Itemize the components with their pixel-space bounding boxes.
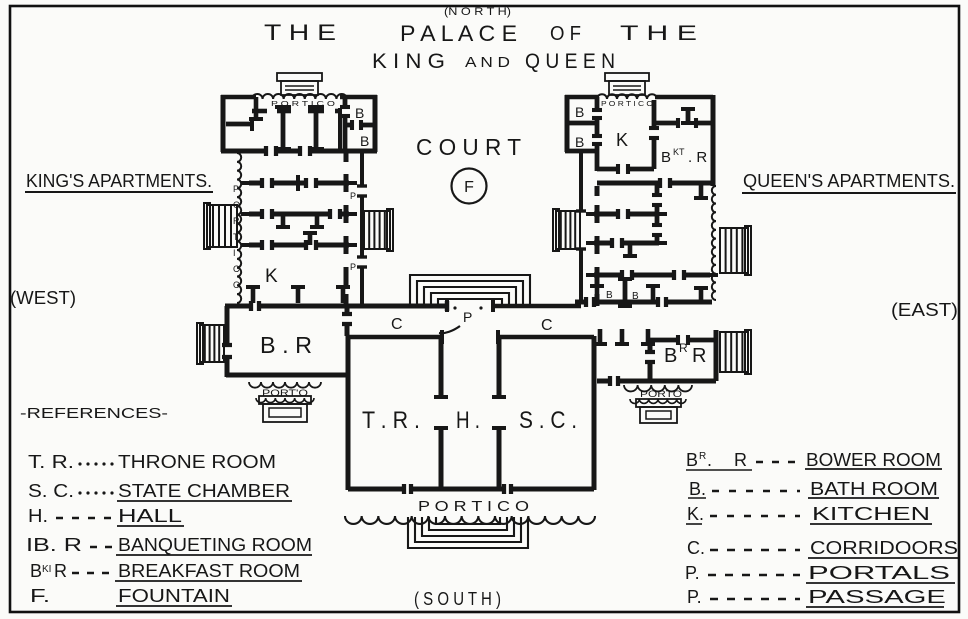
svg-text:A N D: A N D — [465, 54, 510, 71]
svg-text:FOUNTAIN: FOUNTAIN — [118, 586, 230, 606]
svg-text:P: P — [463, 309, 472, 325]
svg-text:K I N G: K I N G — [372, 50, 445, 73]
svg-text:PORTALS: PORTALS — [808, 563, 950, 583]
svg-text:HALL: HALL — [118, 506, 182, 526]
svg-text:K: K — [265, 266, 278, 287]
svg-text:C.: C. — [687, 538, 705, 558]
svg-text:B: B — [661, 149, 671, 166]
svg-text:O: O — [233, 280, 240, 290]
svg-text:P: P — [350, 262, 356, 272]
svg-text:B . R: B . R — [260, 332, 312, 358]
svg-text:P A L A C E: P A L A C E — [400, 21, 517, 46]
svg-text:P O R T I C O: P O R T I C O — [271, 99, 335, 108]
svg-text:Q U E E N: Q U E E N — [525, 50, 615, 73]
svg-text:K.: K. — [687, 504, 704, 524]
svg-text:C: C — [391, 316, 403, 333]
svg-text:QUEEN'S APARTMENTS.: QUEEN'S APARTMENTS. — [743, 171, 955, 191]
svg-text:R: R — [734, 450, 747, 470]
svg-text:H .: H . — [456, 407, 480, 434]
svg-text:.: . — [707, 450, 712, 470]
svg-text:T. R.: T. R. — [28, 452, 74, 472]
svg-text:(WEST): (WEST) — [10, 288, 76, 308]
svg-text:K: K — [616, 130, 628, 150]
svg-text:C: C — [541, 317, 553, 334]
svg-text:B: B — [686, 450, 698, 470]
svg-text:PORTO: PORTO — [640, 389, 682, 399]
svg-text:KT: KT — [673, 147, 685, 157]
svg-text:THRONE ROOM: THRONE ROOM — [118, 452, 276, 472]
svg-text:BOWER ROOM: BOWER ROOM — [806, 450, 941, 470]
svg-text:KING'S APARTMENTS.: KING'S APARTMENTS. — [26, 171, 212, 191]
svg-text:STATE CHAMBER: STATE CHAMBER — [118, 481, 290, 501]
svg-text:P O R T I C O: P O R T I C O — [601, 101, 654, 108]
svg-text:C: C — [233, 264, 240, 274]
svg-text:P: P — [233, 184, 239, 194]
svg-text:-REFERENCES-: -REFERENCES- — [20, 405, 168, 422]
svg-text:B: B — [606, 290, 613, 301]
svg-text:P.: P. — [685, 563, 700, 583]
svg-text:PORT'O: PORT'O — [262, 388, 308, 399]
svg-text:KI: KI — [42, 564, 51, 575]
svg-text:T H E: T H E — [264, 20, 336, 45]
svg-text:C O U R T: C O U R T — [416, 134, 521, 160]
svg-text:. R: . R — [688, 149, 707, 166]
svg-text:CORRIDOORS: CORRIDOORS — [810, 538, 958, 558]
svg-text:P O R T I C O: P O R T I C O — [418, 498, 529, 515]
svg-text:T . R .: T . R . — [362, 407, 420, 434]
svg-text:B: B — [30, 561, 42, 581]
svg-text:B: B — [360, 133, 369, 149]
svg-text:P: P — [350, 191, 356, 201]
svg-text:R: R — [692, 345, 706, 367]
svg-text:B.: B. — [689, 479, 706, 499]
svg-text:BANQUETING ROOM: BANQUETING ROOM — [118, 535, 312, 555]
svg-text:F.: F. — [30, 586, 50, 606]
svg-text:B: B — [355, 105, 364, 121]
svg-text:O F: O F — [550, 23, 581, 45]
svg-text:T H E: T H E — [620, 22, 697, 45]
svg-text:KITCHEN: KITCHEN — [812, 504, 930, 524]
svg-text:B: B — [632, 291, 639, 302]
svg-text:S. C.: S. C. — [28, 481, 74, 501]
svg-text:BATH ROOM: BATH ROOM — [810, 479, 938, 499]
svg-text:S . C .: S . C . — [519, 407, 577, 434]
svg-text:H.: H. — [28, 506, 48, 526]
svg-text:(EAST): (EAST) — [891, 300, 958, 320]
svg-text:P.: P. — [687, 587, 702, 607]
svg-text:BREAKFAST ROOM: BREAKFAST ROOM — [118, 561, 300, 581]
svg-text:B: B — [575, 104, 584, 120]
svg-text:B: B — [664, 345, 677, 367]
svg-text:I: I — [233, 248, 236, 258]
svg-text:B: B — [575, 134, 584, 150]
svg-text:(N O R T H): (N O R T H) — [444, 6, 511, 18]
svg-text:PASSAGE: PASSAGE — [808, 587, 946, 607]
svg-text:IB. R: IB. R — [26, 535, 82, 555]
svg-text:R: R — [679, 341, 688, 355]
svg-text:F: F — [464, 179, 474, 196]
svg-text:R: R — [54, 561, 67, 581]
svg-text:( S O U T H ): ( S O U T H ) — [414, 589, 501, 609]
svg-text:R: R — [699, 451, 706, 462]
